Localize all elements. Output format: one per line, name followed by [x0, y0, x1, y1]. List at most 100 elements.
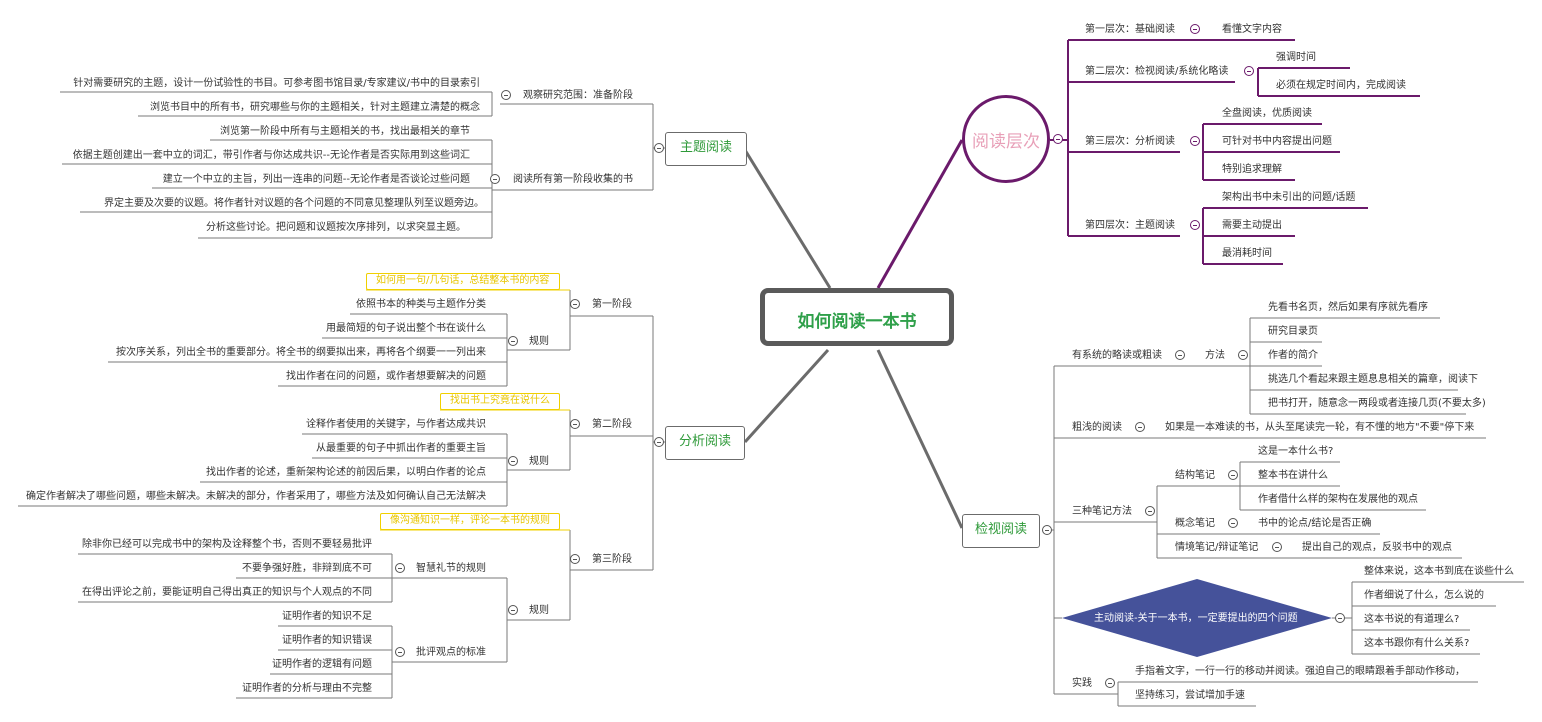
- note-type: 情境笔记/辩证笔记: [1175, 542, 1259, 553]
- topic-phase: 观察研究范围：准备阶段: [523, 90, 633, 101]
- rule-item: 从最重要的句子中抓出作者的重要主旨: [316, 443, 486, 454]
- collapse-icon[interactable]: [1272, 542, 1282, 552]
- level-3: 第三层次：分析阅读: [1085, 136, 1175, 147]
- collapse-icon[interactable]: [1190, 220, 1200, 230]
- method-item: 先看书名页，然后如果有序就先看序: [1268, 302, 1428, 313]
- level-4: 第四层次：主题阅读: [1085, 220, 1175, 231]
- collapse-icon[interactable]: [395, 647, 405, 657]
- level-2: 第二层次：检视阅读/系统化略读: [1085, 66, 1229, 77]
- note-item: 提出自己的观点，反驳书中的观点: [1302, 542, 1452, 553]
- question-item: 整体来说，这本书到底在谈些什么: [1364, 566, 1514, 577]
- collapse-icon[interactable]: [1228, 518, 1238, 528]
- stage-note: 如何用一句/几句话，总结整本书的内容: [376, 275, 550, 286]
- stage-note: 找出书上究竟在说什么: [450, 395, 550, 406]
- topic-item: 浏览书目中的所有书，研究哪些与你的主题相关，针对主题建立清楚的概念: [150, 102, 480, 113]
- rule-group: 批评观点的标准: [416, 647, 486, 658]
- practice-item: 坚持练习，尝试增加手速: [1135, 690, 1245, 701]
- rule-item: 证明作者的知识不足: [282, 611, 372, 622]
- method-item: 把书打开，随意念一两段或者连接几页(不要太多): [1268, 398, 1486, 409]
- collapse-icon[interactable]: [570, 554, 580, 564]
- inspect-branch: 有系统的略读或粗读: [1072, 350, 1162, 361]
- analysis-reading-node[interactable]: 分析阅读: [665, 426, 745, 460]
- rule-item: 确定作者解决了哪些问题，哪些未解决。未解决的部分，作者采用了，哪些方法及如何确认…: [26, 491, 486, 502]
- collapse-icon[interactable]: [1190, 136, 1200, 146]
- note-item: 作者借什么样的架构在发展他的观点: [1258, 494, 1418, 505]
- collapse-icon[interactable]: [1053, 134, 1063, 144]
- collapse-icon[interactable]: [570, 419, 580, 429]
- question-item: 作者细说了什么，怎么说的: [1364, 590, 1484, 601]
- collapse-icon[interactable]: [1335, 613, 1345, 623]
- level-4-item: 架构出书中未引出的问题/话题: [1222, 192, 1356, 203]
- collapse-icon[interactable]: [1228, 470, 1238, 480]
- topic-item: 建立一个中立的主旨，列出一连串的问题--无论作者是否谈论过些问题: [162, 174, 470, 185]
- collapse-icon[interactable]: [654, 437, 664, 447]
- rule-item: 找出作者在问的问题，或作者想要解决的问题: [286, 371, 486, 382]
- rule-item: 依照书本的种类与主题作分类: [356, 299, 486, 310]
- collapse-icon[interactable]: [490, 174, 500, 184]
- method-item: 研究目录页: [1268, 326, 1318, 337]
- topic-phase: 阅读所有第一阶段收集的书: [513, 174, 633, 185]
- rule-item: 不要争强好胜，非辩到底不可: [242, 563, 372, 574]
- collapse-icon[interactable]: [395, 563, 405, 573]
- note-type: 结构笔记: [1175, 470, 1215, 481]
- topic-item: 界定主要及次要的议题。将作者针对议题的各个问题的不同意见整理队列至议题旁边。: [104, 198, 484, 209]
- rule-label: 规则: [529, 336, 549, 347]
- rule-item: 找出作者的论述，重新架构论述的前因后果，以明白作者的论点: [206, 467, 486, 478]
- rule-item: 证明作者的知识错误: [282, 635, 372, 646]
- rule-label: 规则: [529, 605, 549, 616]
- topic-reading-node[interactable]: 主题阅读: [665, 132, 747, 166]
- collapse-icon[interactable]: [1145, 506, 1155, 516]
- rule-label: 规则: [529, 456, 549, 467]
- inspectional-reading-node[interactable]: 检视阅读: [962, 514, 1040, 548]
- active-reading-label[interactable]: 主动阅读-关于一本书，一定要提出的四个问题: [1094, 613, 1298, 624]
- note-frame: [380, 513, 560, 530]
- collapse-icon[interactable]: [508, 605, 518, 615]
- collapse-icon[interactable]: [1190, 24, 1200, 34]
- collapse-icon[interactable]: [508, 456, 518, 466]
- level-3-item: 可针对书中内容提出问题: [1222, 136, 1332, 147]
- topic-item: 针对需要研究的主题，设计一份试验性的书目。可参考图书馆目录/专家建议/书中的目录…: [73, 78, 480, 89]
- note-frame: [366, 273, 560, 290]
- root-topic[interactable]: 如何阅读一本书: [760, 288, 954, 346]
- level-3-item: 特别追求理解: [1222, 164, 1282, 175]
- rule-item: 除非你已经可以完成书中的架构及诠释整个书，否则不要轻易批评: [82, 539, 372, 550]
- inspect-branch: 三种笔记方法: [1072, 506, 1132, 517]
- method-label: 方法: [1205, 350, 1225, 361]
- topic-item: 浏览第一阶段中所有与主题相关的书，找出最相关的章节: [220, 126, 470, 137]
- shallow-item: 如果是一本难读的书，从头至尾读完一轮，有不懂的地方"不要"停下来: [1165, 422, 1475, 433]
- inspect-branch: 实践: [1072, 678, 1092, 689]
- level-2-item: 必须在规定时间内，完成阅读: [1276, 80, 1406, 91]
- collapse-icon[interactable]: [570, 299, 580, 309]
- rule-item: 用最简短的句子说出整个书在谈什么: [326, 323, 486, 334]
- collapse-icon[interactable]: [501, 90, 511, 100]
- note-item: 这是一本什么书?: [1258, 446, 1334, 457]
- level-4-item: 需要主动提出: [1222, 220, 1282, 231]
- analysis-stage: 第一阶段: [592, 299, 632, 310]
- rule-item: 证明作者的逻辑有问题: [272, 659, 372, 670]
- note-item: 书中的论点/结论是否正确: [1258, 518, 1372, 529]
- rule-item: 在得出评论之前，要能证明自己得出真正的知识与个人观点的不同: [82, 587, 372, 598]
- note-type: 概念笔记: [1175, 518, 1215, 529]
- collapse-icon[interactable]: [1135, 422, 1145, 432]
- active-reading-diamond: [1062, 579, 1332, 657]
- collapse-icon[interactable]: [1244, 66, 1254, 76]
- collapse-icon[interactable]: [1105, 678, 1115, 688]
- reading-levels-node[interactable]: 阅读层次: [962, 95, 1050, 183]
- collapse-icon[interactable]: [1238, 350, 1248, 360]
- collapse-icon[interactable]: [508, 336, 518, 346]
- collapse-icon[interactable]: [1042, 525, 1052, 535]
- inspect-branch: 粗浅的阅读: [1072, 422, 1122, 433]
- stage-note: 像沟通知识一样，评论一本书的规则: [390, 515, 550, 526]
- level-3-item: 全盘阅读，优质阅读: [1222, 108, 1312, 119]
- collapse-icon[interactable]: [1175, 350, 1185, 360]
- method-item: 作者的简介: [1268, 350, 1318, 361]
- collapse-icon[interactable]: [654, 143, 664, 153]
- topic-item: 依据主题创建出一套中立的词汇，带引作者与你达成共识--无论作者是否实际用到这些词…: [72, 150, 470, 161]
- practice-item: 手指着文字，一行一行的移动并阅读。强迫自己的眼睛跟着手部动作移动，: [1135, 666, 1465, 677]
- analysis-stage: 第二阶段: [592, 419, 632, 430]
- rule-group: 智慧礼节的规则: [416, 563, 486, 574]
- rule-item: 证明作者的分析与理由不完整: [242, 683, 372, 694]
- note-frame: [440, 393, 560, 410]
